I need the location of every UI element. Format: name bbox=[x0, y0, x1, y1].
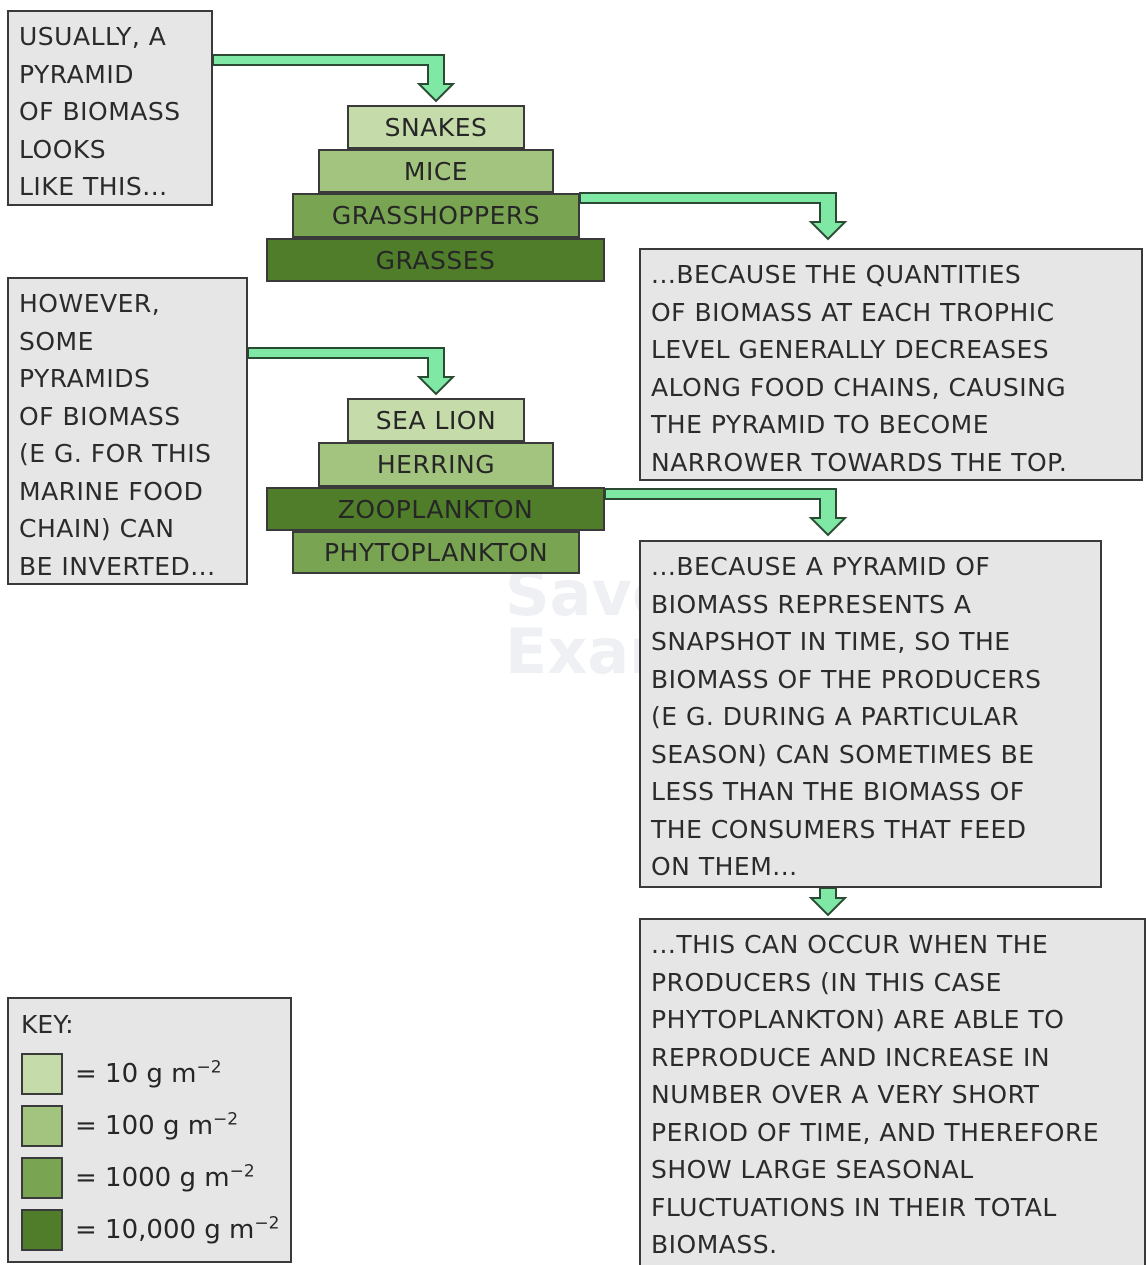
arrow-pyramid-to-because2 bbox=[604, 488, 848, 537]
tier-mice: MICE bbox=[318, 149, 554, 193]
tier-herring: HERRING bbox=[318, 442, 554, 487]
key-swatch-100 bbox=[21, 1105, 63, 1147]
occur-producers-box: ...THIS CAN OCCUR WHEN THE PRODUCERS (IN… bbox=[639, 918, 1146, 1265]
key-label-10000: = 10,000 g m−2 bbox=[75, 1213, 280, 1245]
tier-snakes: SNAKES bbox=[347, 105, 525, 149]
key-label-10: = 10 g m−2 bbox=[75, 1057, 222, 1089]
because-snapshot-box: ...BECAUSE A PYRAMID OF BIOMASS REPRESEN… bbox=[639, 540, 1102, 888]
key-swatch-10000 bbox=[21, 1209, 63, 1251]
tier-grasses: GRASSES bbox=[266, 238, 605, 282]
tier-sea-lion: SEA LION bbox=[347, 398, 525, 442]
however-inverted-box: HOWEVER, SOME PYRAMIDS OF BIOMASS (E G. … bbox=[7, 277, 248, 585]
tier-zooplankton: ZOOPLANKTON bbox=[266, 487, 605, 531]
key-label-1000: = 1000 g m−2 bbox=[75, 1161, 255, 1193]
key-title: KEY: bbox=[21, 1010, 74, 1039]
tier-phytoplankton: PHYTOPLANKTON bbox=[292, 531, 580, 574]
arrow-pyramid-to-because1 bbox=[579, 192, 848, 241]
arrow-because2-to-occur bbox=[808, 887, 848, 917]
because-decreases-box: ...BECAUSE THE QUANTITIES OF BIOMASS AT … bbox=[639, 248, 1143, 481]
key-box: KEY: = 10 g m−2 = 100 g m−2 = 1000 g m−2… bbox=[7, 997, 292, 1263]
key-label-100: = 100 g m−2 bbox=[75, 1109, 239, 1141]
arrow-usually-to-pyramid bbox=[212, 54, 456, 103]
usually-pyramid-box: USUALLY, A PYRAMID OF BIOMASS LOOKS LIKE… bbox=[7, 10, 213, 206]
arrow-however-to-pyramid bbox=[247, 347, 456, 396]
key-swatch-10 bbox=[21, 1053, 63, 1095]
tier-grasshoppers: GRASSHOPPERS bbox=[292, 193, 580, 238]
key-swatch-1000 bbox=[21, 1157, 63, 1199]
